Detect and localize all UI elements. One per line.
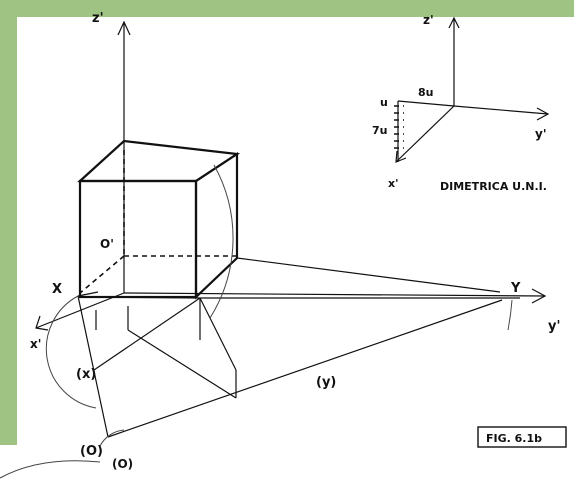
line-to-y-point: [236, 257, 501, 293]
scale-u-label: u: [380, 96, 388, 109]
x-trace-line: [79, 296, 201, 299]
figure-caption: FIG. 6.1b: [486, 432, 542, 445]
diagonal-helper: [127, 329, 237, 399]
method-title: DIMETRICA U.N.I.: [440, 180, 547, 193]
small-y-arrow-icon: [536, 107, 550, 121]
small-x-axis-label: x': [388, 177, 398, 190]
projected-x-label: (x): [76, 367, 96, 382]
left-green-band: [0, 0, 17, 445]
x-to-o-line: [77, 295, 109, 438]
x-axis-arrow-icon: [35, 315, 49, 331]
scale-7u-label: 7u: [372, 124, 388, 137]
projected-y-label: (y): [316, 375, 336, 390]
right-arc: [507, 299, 513, 331]
small-y-axis-label: y': [535, 127, 547, 141]
x-axis-label: x': [30, 337, 41, 351]
point-x-label: X: [52, 282, 62, 297]
cube-arc: [209, 164, 234, 319]
small-z-axis-label: z': [423, 13, 434, 27]
main-axes: [35, 20, 547, 331]
o-to-y-line: [107, 299, 503, 438]
point-y-label: Y: [510, 281, 521, 296]
small-z-arrow-icon: [448, 16, 460, 29]
projected-origin-label: (O): [80, 444, 103, 459]
y-axis-line: [123, 292, 546, 297]
small-scale-horizontal: [397, 100, 455, 107]
z-axis-arrow-icon: [117, 20, 131, 36]
y-axis-arrow-icon: [531, 288, 547, 304]
small-x-axis: [395, 105, 455, 163]
bottom-arc: [99, 429, 125, 447]
small-x-arrow-icon: [395, 150, 407, 163]
cube-base-projection: [199, 297, 237, 371]
scale-8u-label: 8u: [418, 86, 434, 99]
origin-label: O': [100, 237, 114, 251]
y-axis-label: y': [548, 319, 560, 334]
z-axis-label: z': [92, 11, 104, 26]
dimetric-legend: [394, 16, 550, 163]
figure-panel: [17, 17, 574, 445]
x-axis-line: [35, 292, 125, 329]
outside-arc: [0, 460, 101, 479]
top-green-band: [0, 0, 574, 17]
x-tick: [77, 291, 99, 297]
figure-caption-box: [477, 426, 567, 448]
rabatment-line: [93, 297, 201, 371]
construction-lines: [45, 164, 520, 447]
left-arc: [45, 295, 97, 409]
small-y-axis: [453, 105, 549, 115]
cube-hidden-side: [79, 255, 125, 294]
bottom-origin-label: (O): [112, 457, 133, 471]
